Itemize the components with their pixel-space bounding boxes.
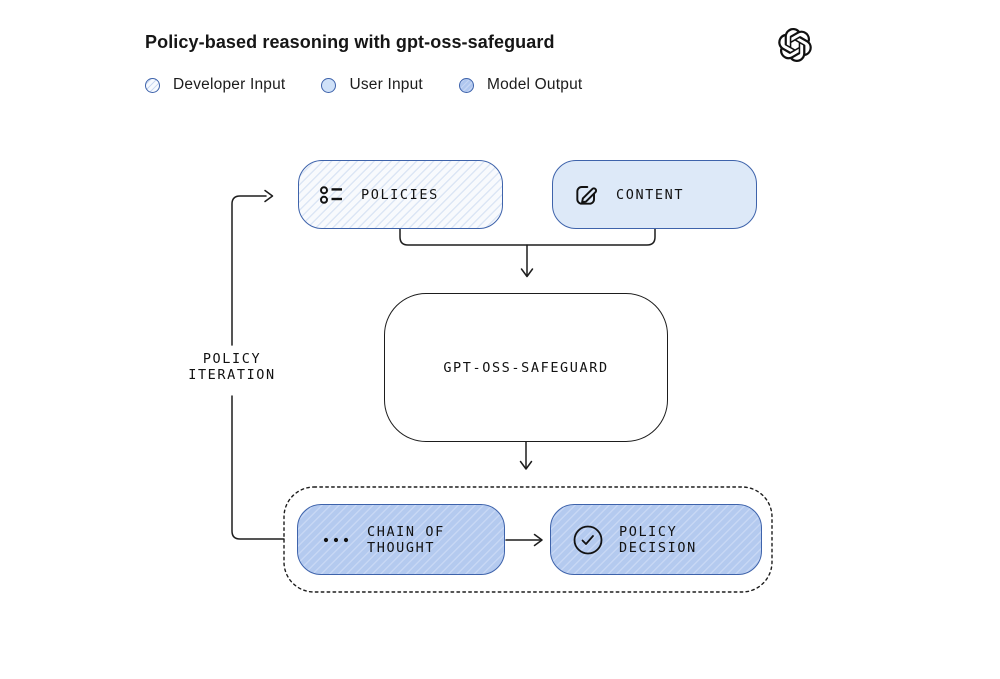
legend: Developer Input User Input Model Output (145, 75, 582, 95)
policy-decision-line2: DECISION (619, 539, 697, 556)
content-node: CONTENT (552, 160, 757, 229)
policy-decision-node: POLICY DECISION (550, 504, 762, 575)
policies-node: POLICIES (298, 160, 503, 229)
arrow-into-model-head (520, 268, 534, 278)
policy-decision-line1: POLICY (619, 523, 678, 540)
feedback-loop-upper-line (231, 195, 267, 346)
chain-of-thought-node: CHAIN OF THOUGHT (297, 504, 505, 575)
developer-input-swatch-icon (145, 77, 160, 93)
chain-of-thought-line1: CHAIN OF (367, 523, 445, 540)
policy-iteration-line1: POLICY (202, 351, 262, 367)
ellipsis-icon (322, 535, 350, 545)
feedback-loop-lower-line (231, 395, 285, 540)
policy-iteration-line2: ITERATION (188, 367, 276, 383)
legend-label: Developer Input (173, 76, 286, 93)
policy-iteration-label: POLICY ITERATION (162, 351, 302, 383)
user-input-swatch-icon (321, 77, 337, 93)
merge-bracket-line (399, 228, 656, 246)
gpt-oss-safeguard-label: GPT-OSS-SAFEGUARD (443, 359, 609, 376)
legend-item-developer-input: Developer Input (145, 76, 285, 94)
chain-of-thought-label: CHAIN OF THOUGHT (367, 524, 445, 556)
arrow-chain-to-decision-head (533, 533, 543, 547)
page-title: Policy-based reasoning with gpt-oss-safe… (145, 32, 555, 52)
list-icon (319, 184, 344, 206)
chain-of-thought-line2: THOUGHT (367, 539, 436, 556)
legend-item-user-input: User Input (321, 76, 423, 94)
model-output-swatch-icon (458, 77, 474, 93)
content-label: CONTENT (616, 186, 685, 203)
policies-label: POLICIES (361, 186, 439, 203)
check-circle-icon (572, 524, 604, 556)
legend-item-model-output: Model Output (458, 76, 583, 94)
gpt-oss-safeguard-node: GPT-OSS-SAFEGUARD (384, 293, 668, 442)
arrow-out-of-model-head (519, 460, 533, 470)
edit-icon (573, 182, 599, 208)
legend-label: Model Output (486, 76, 583, 93)
policy-decision-label: POLICY DECISION (619, 524, 697, 556)
openai-logo-icon (778, 28, 812, 63)
legend-label: User Input (349, 76, 423, 93)
feedback-loop-arrow-head (264, 189, 274, 203)
